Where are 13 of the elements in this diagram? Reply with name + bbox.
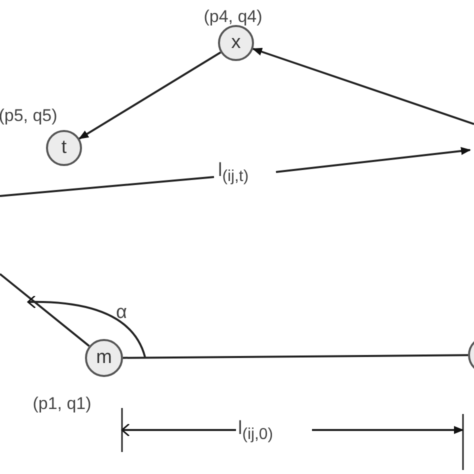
node-circle: m — [85, 339, 123, 377]
length-label: l$_{(ij,0)}$ — [238, 418, 274, 444]
arrow — [252, 48, 474, 125]
line — [123, 354, 468, 359]
coordinate-label: (p5, q5) — [0, 106, 58, 126]
line — [0, 273, 90, 347]
arrow — [78, 52, 222, 140]
length-label: l$_{(ij,t)}$ — [218, 160, 249, 186]
coordinate-label: (p1, q1) — [32, 394, 92, 414]
node-circle: x — [218, 25, 254, 61]
coordinate-label: (p4, q4) — [203, 7, 263, 27]
node-circle: t — [46, 130, 82, 166]
angle-label: α — [116, 302, 127, 324]
